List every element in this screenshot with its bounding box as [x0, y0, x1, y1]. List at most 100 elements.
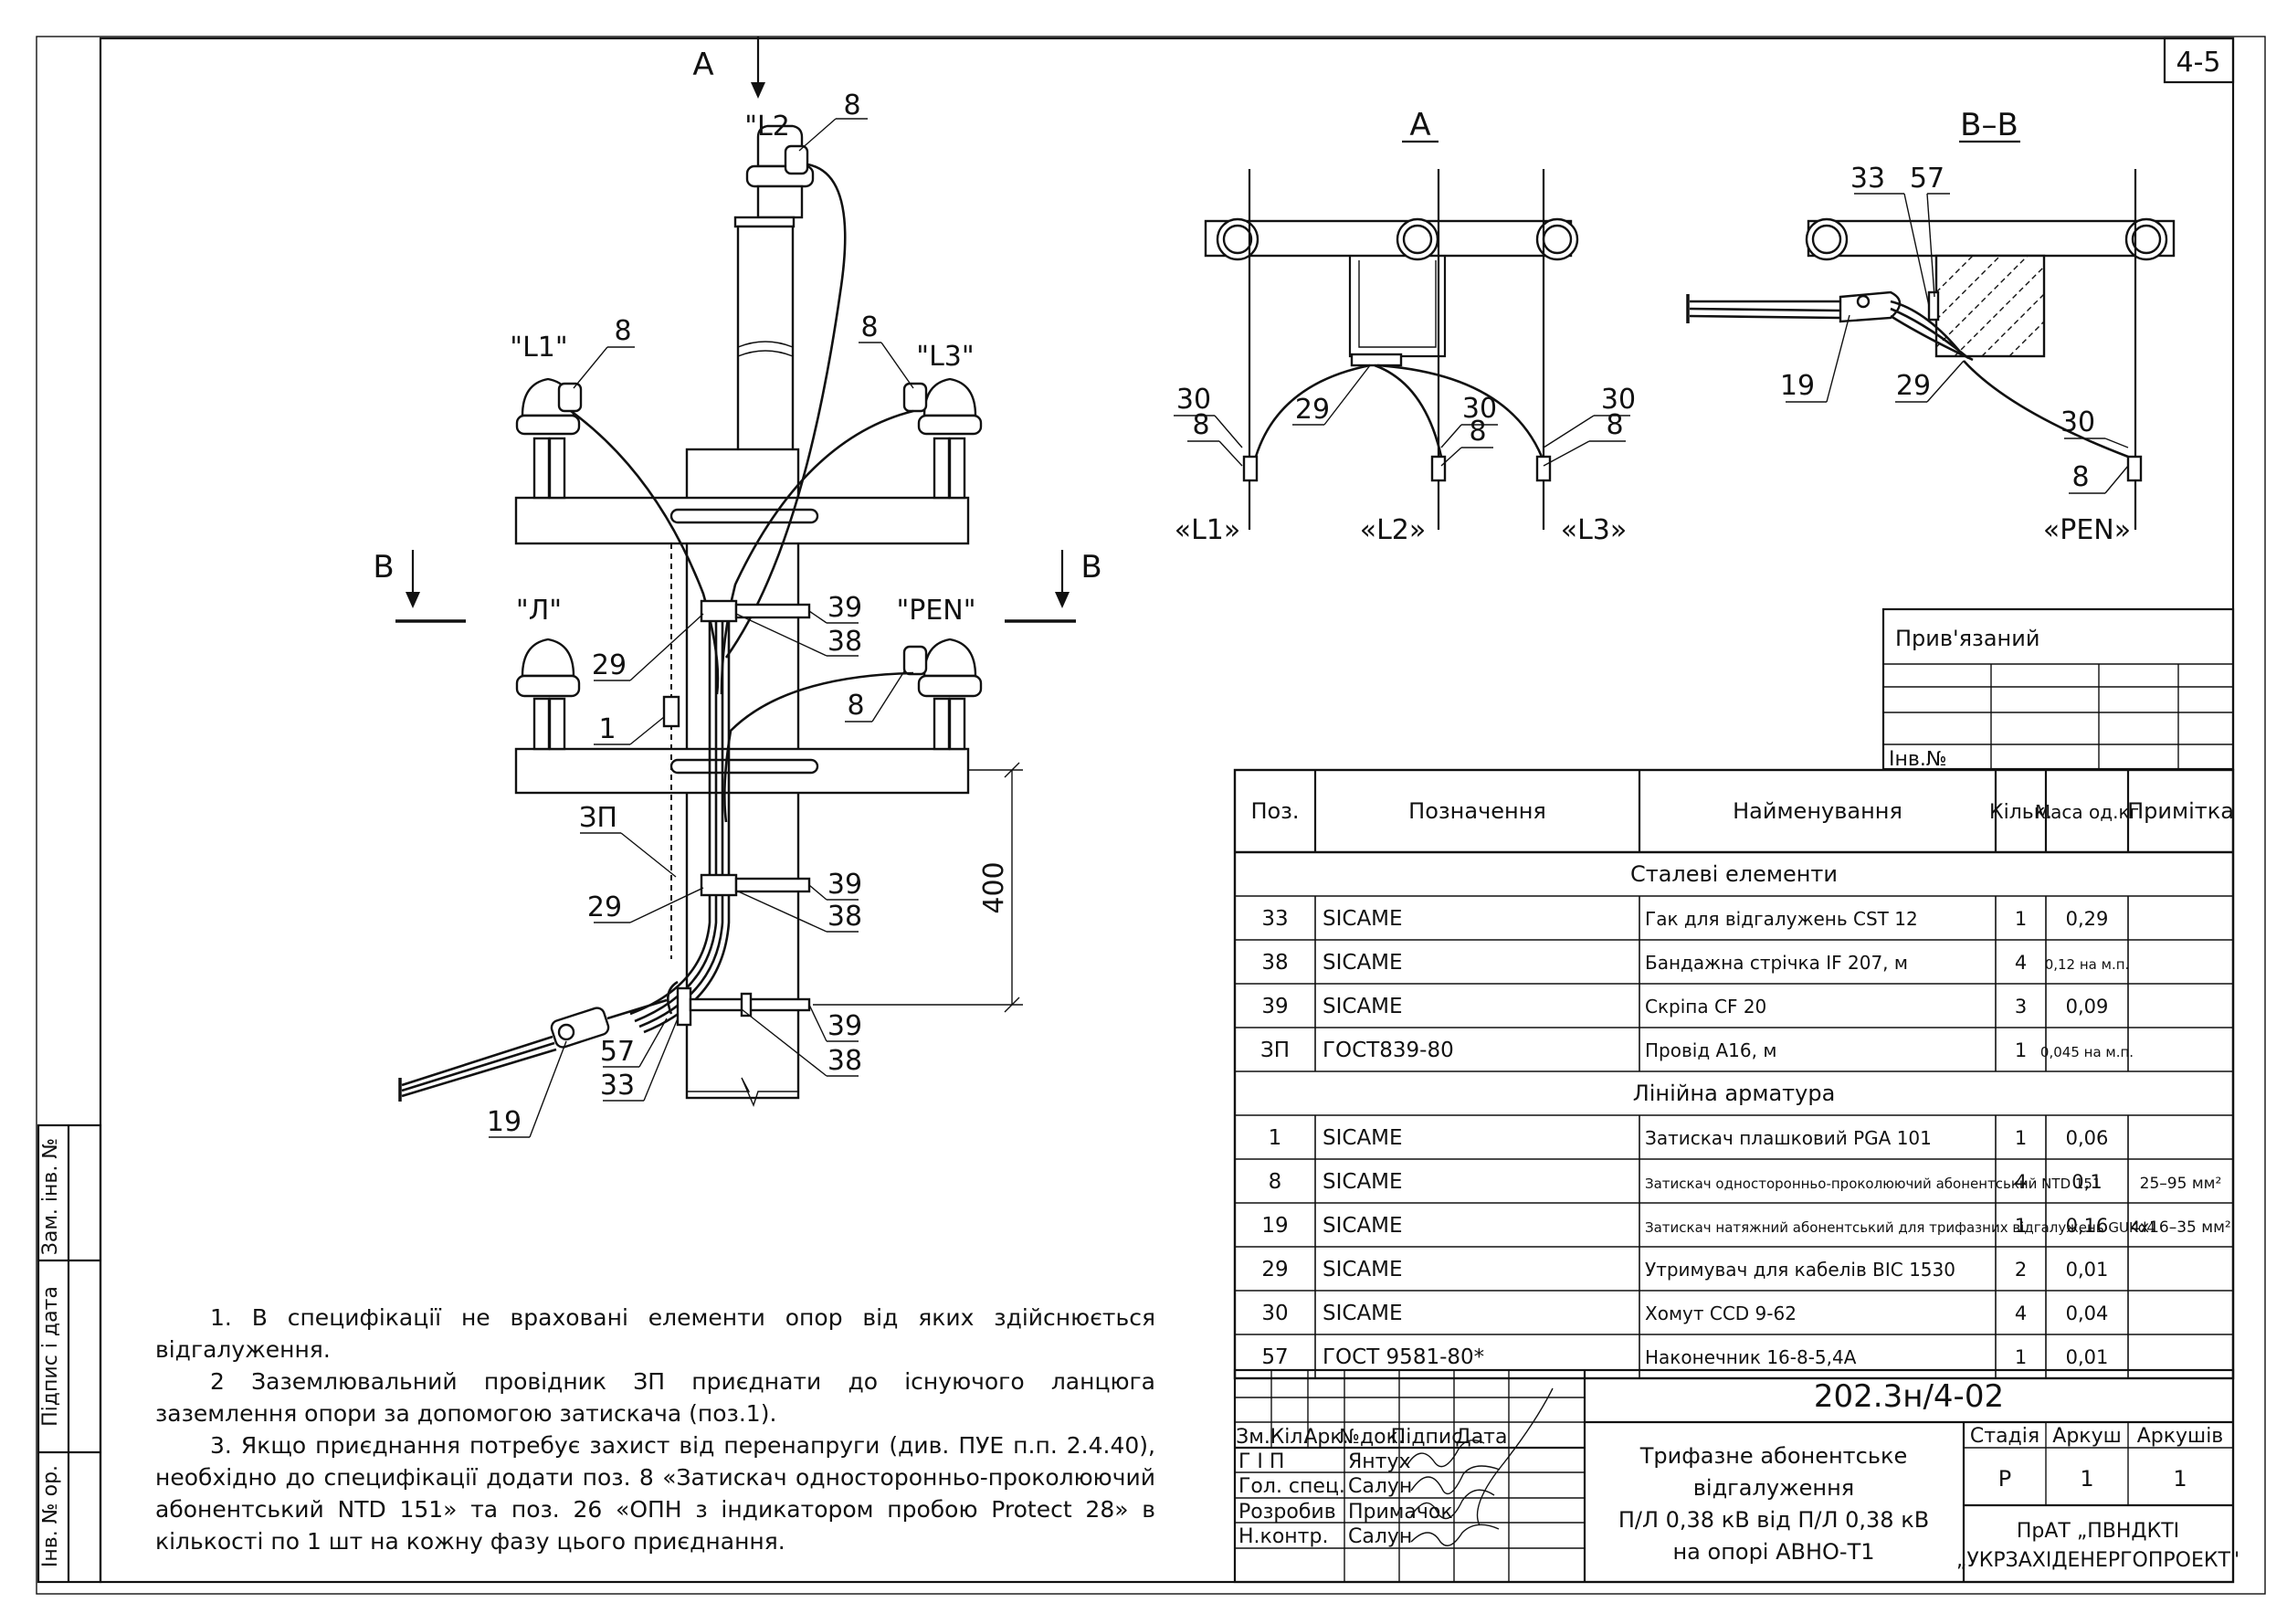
spec-cell-mass: 0,09	[2066, 996, 2109, 1018]
sheets-value: 1	[2173, 1466, 2187, 1492]
dimension-400: 400	[978, 861, 1010, 913]
binding-box: Прив'язаний Інв.№	[1881, 607, 2235, 771]
phase-pen: "PEN"	[896, 595, 975, 627]
outer-frame	[36, 36, 2266, 1595]
spec-header-qty: Кільк.	[1989, 801, 2052, 824]
main-label-a: A	[692, 47, 713, 83]
view-a-callout-30-l2: 30	[1462, 393, 1497, 425]
view-a-title: А	[1409, 107, 1430, 143]
spec-cell-mass: 0,12 на м.п.	[2045, 956, 2130, 973]
spec-cell-mass: 0,29	[2066, 908, 2109, 930]
stamp-name-0: Янтух	[1348, 1450, 1411, 1473]
spec-cell-qty: 3	[2015, 996, 2027, 1018]
stage-value: Р	[1998, 1466, 2011, 1492]
view-bb-callout-33: 33	[1850, 163, 1885, 195]
title-block: Зм. Кіл. Арк. №док. Підпис Дата Г І П Ян…	[1233, 1368, 2240, 1584]
drawing-code: 202.3н/4-02	[1814, 1378, 2004, 1415]
binding-inv: Інв.№	[1889, 748, 1947, 771]
stamp-role-2: Розробив	[1238, 1501, 1336, 1524]
spec-section-title: Лінійна арматура	[1633, 1081, 1836, 1106]
view-bb-callout-30: 30	[2060, 406, 2095, 438]
callout-39-b: 39	[827, 869, 862, 901]
view-bb-callout-29: 29	[1896, 370, 1931, 402]
spec-cell-pos: 8	[1269, 1170, 1282, 1194]
spec-cell-pos: 39	[1261, 995, 1288, 1018]
sheet-value: 1	[2080, 1466, 2093, 1492]
spec-cell-designation: SICAME	[1323, 1126, 1403, 1150]
spec-cell-name: Наконечник 16-8-5,4А	[1645, 1346, 1857, 1368]
spec-cell-mass: 0,01	[2066, 1259, 2109, 1281]
stamp-role-0: Г І П	[1238, 1450, 1284, 1473]
spec-cell-name: Утримувач для кабелів BIC 1530	[1645, 1259, 1955, 1281]
note-1: 1. В специфікації не враховані елементи …	[155, 1304, 1155, 1363]
binding-label: Прив'язаний	[1895, 626, 2039, 651]
org-line-1: ПрАТ „ПВНДКТІ	[2017, 1520, 2179, 1543]
view-bb-callout-19: 19	[1780, 370, 1815, 402]
spec-cell-name: Хомут CCD 9-62	[1645, 1302, 1797, 1324]
drawing-title-line-3: П/Л 0,38 кВ від П/Л 0,38 кВ	[1618, 1507, 1929, 1533]
view-a-phase-l1: «L1»	[1175, 514, 1241, 546]
spec-cell-qty: 4	[2015, 1302, 2027, 1324]
spec-header-note: Примітка	[2127, 798, 2234, 824]
callout-zp: ЗП	[579, 802, 617, 834]
callout-1: 1	[598, 713, 616, 745]
note-3: 3. Якщо приєднання потребує захист від п…	[155, 1432, 1155, 1555]
drawing-title-line-4: на опорі АВНО-Т1	[1672, 1539, 1874, 1565]
phase-l1: "L1"	[510, 332, 567, 364]
stamp-col-date: Дата	[1456, 1426, 1508, 1449]
spec-cell-mass: 0,16	[2066, 1215, 2109, 1237]
stamp-role-1: Гол. спец.	[1238, 1475, 1345, 1498]
spec-cell-designation: SICAME	[1323, 1214, 1403, 1238]
stamp-col-kil: Кіл.	[1270, 1426, 1310, 1449]
spec-cell-name: Затискач односторонньо-проколюючий абоне…	[1645, 1176, 2102, 1192]
callout-29-b: 29	[587, 891, 622, 923]
spec-cell-qty: 4	[2015, 952, 2027, 974]
callout-38-a: 38	[827, 626, 862, 658]
spec-cell-name: Гак для відгалужень CST 12	[1645, 908, 1918, 930]
spec-cell-name: Бандажна стрічка IF 207, м	[1645, 952, 1908, 974]
spec-cell-pos: 19	[1261, 1214, 1288, 1238]
sheet-number-box	[2163, 37, 2235, 84]
spec-cell-name: Затискач натяжний абонентський для трифа…	[1645, 1219, 2155, 1236]
spec-cell-pos: 57	[1261, 1345, 1288, 1369]
callout-39-c: 39	[827, 1010, 862, 1042]
view-a-callout-29: 29	[1295, 394, 1330, 426]
spec-header-mass: Маса од.кг	[2035, 801, 2139, 823]
callout-38-c: 38	[827, 1045, 862, 1077]
stamp-col-doc: №док.	[1339, 1426, 1405, 1449]
spec-cell-designation: ГОСТ 9581-80*	[1323, 1345, 1484, 1369]
stamp-name-2: Примачок	[1348, 1501, 1453, 1524]
callout-8-l2: 8	[843, 90, 860, 121]
phase-l3: "L3"	[916, 341, 974, 373]
stamp-col-sign: Підпис	[1391, 1426, 1463, 1449]
spec-section-title: Сталеві елементи	[1630, 861, 1838, 887]
spec-cell-qty: 1	[2015, 1127, 2027, 1149]
spec-header-name: Найменування	[1733, 798, 1902, 824]
stamp-col-zm: Зм.	[1236, 1426, 1270, 1449]
view-bb: В–В 33 57 19 29 30 8 «PEN»	[1686, 107, 2176, 546]
sheet-number: 4-5	[2176, 47, 2221, 79]
spec-cell-name: Скріпа CF 20	[1645, 996, 1766, 1018]
callout-19: 19	[487, 1106, 522, 1138]
view-a-callout-8-l1: 8	[1192, 409, 1209, 441]
spec-cell-pos: 29	[1261, 1258, 1288, 1281]
callout-8-l3: 8	[860, 311, 878, 343]
sheets-label: Аркушів	[2137, 1425, 2224, 1448]
view-bb-title: В–В	[1960, 107, 2018, 143]
main-label-b-right: B	[1080, 549, 1101, 585]
callout-57: 57	[600, 1036, 635, 1068]
callout-29-a: 29	[592, 649, 627, 681]
spec-header-pos: Поз.	[1250, 798, 1299, 824]
drawing-title-line-1: Трифазне абонентське	[1639, 1443, 1908, 1469]
spec-cell-designation: SICAME	[1323, 1302, 1403, 1325]
spec-cell-designation: SICAME	[1323, 995, 1403, 1018]
callout-39-a: 39	[827, 592, 862, 624]
spec-cell-qty: 2	[2015, 1259, 2027, 1281]
view-bb-phase-pen: «PEN»	[2043, 514, 2131, 546]
spec-cell-designation: ГОСТ839-80	[1323, 1039, 1454, 1062]
spec-cell-qty: 1	[2015, 908, 2027, 930]
spec-cell-designation: SICAME	[1323, 1258, 1403, 1281]
side-stamp-sign: Підпис і дата	[39, 1286, 62, 1427]
spec-cell-qty: 1	[2015, 1215, 2027, 1237]
